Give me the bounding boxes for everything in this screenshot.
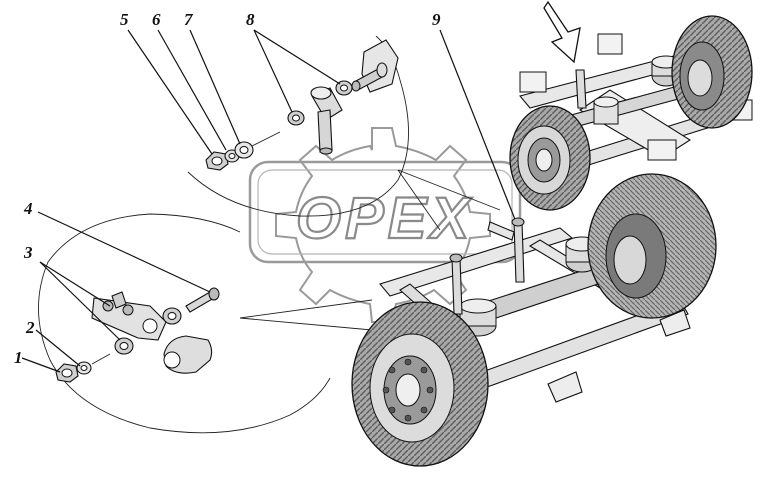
nut-part-5 xyxy=(205,151,229,171)
watermark-frame xyxy=(248,160,522,264)
link-bar-part xyxy=(91,291,167,341)
view-arrow-icon xyxy=(543,0,581,64)
bracket-part xyxy=(163,335,213,374)
callout-6: 6 xyxy=(152,10,161,29)
watermark: OPEX xyxy=(248,127,522,323)
detail-circle-upper xyxy=(187,35,409,217)
callout-1: 1 xyxy=(14,348,23,367)
callout-leaders xyxy=(21,29,517,373)
upper-parts xyxy=(205,39,399,171)
nut-part-1 xyxy=(55,363,79,383)
front-left-wheel xyxy=(351,301,489,467)
callout-5: 5 xyxy=(120,10,129,29)
lower-parts xyxy=(55,287,220,383)
detail-circle-lower xyxy=(38,213,331,434)
callout-3: 3 xyxy=(23,243,33,262)
callout-2: 2 xyxy=(25,318,35,337)
callout-7: 7 xyxy=(184,10,194,29)
callout-4: 4 xyxy=(23,199,33,218)
callout-8: 8 xyxy=(246,10,255,29)
rear-left-wheel xyxy=(509,105,591,211)
callout-9: 9 xyxy=(432,10,441,29)
detail-lower-leader xyxy=(239,299,373,331)
rear-right-wheel xyxy=(671,15,753,129)
callout-labels: 1 2 3 4 5 6 7 8 9 xyxy=(14,10,441,367)
front-right-wheel xyxy=(587,173,717,319)
detail-upper-leader xyxy=(397,169,501,231)
watermark-text: OPEX xyxy=(296,186,473,251)
bolt-part-4 xyxy=(185,287,220,313)
bracket-pin-part xyxy=(351,39,399,93)
link-rod-part xyxy=(310,86,343,155)
